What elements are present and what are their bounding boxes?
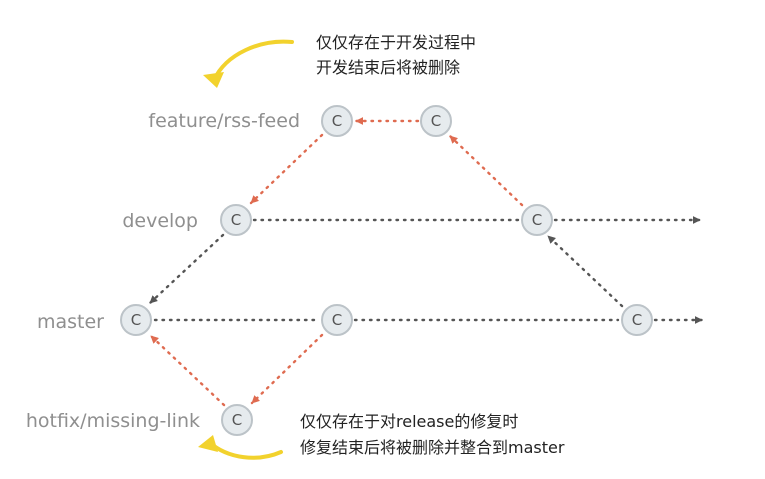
commit-label: C (431, 112, 441, 130)
commit-node (321, 105, 353, 137)
commit-label: C (131, 311, 141, 329)
commit-develop-2: C (521, 204, 553, 236)
branch-label-develop: develop (122, 210, 198, 232)
commit-label: C (231, 211, 241, 229)
commit-label: C (332, 311, 342, 329)
commit-master-3: C (621, 304, 653, 336)
commit-node (221, 404, 253, 436)
feature-to-develop-arrow (249, 133, 324, 205)
branch-label-hotfix: hotfix/missing-link (26, 410, 200, 432)
commit-master-2: C (321, 304, 353, 336)
commit-label: C (632, 311, 642, 329)
commit-feature-2: C (420, 105, 452, 137)
commit-label: C (532, 211, 542, 229)
hotfix-to-master-arrow (149, 334, 226, 407)
hotfix-note: 仅仅存在于对release的修复时 修复结束后将被删除并整合到master (300, 412, 565, 457)
hotfix-note-line-1: 仅仅存在于对release的修复时 (300, 412, 518, 431)
commit-feature-1: C (321, 105, 353, 137)
branch-label-feature: feature/rss-feed (148, 110, 300, 132)
hotfix-note-arrow (198, 435, 283, 460)
highlight-arrow-head (198, 435, 218, 452)
commit-node (120, 304, 152, 336)
develop-to-feature-arrow (448, 134, 524, 207)
branch-label-master: master (37, 311, 104, 333)
commit-master-1: C (120, 304, 152, 336)
feature-note-line-2: 开发结束后将被删除 (316, 58, 460, 77)
commit-develop-1: C (220, 204, 252, 236)
feature-note-line-1: 仅仅存在于开发过程中 (316, 33, 476, 52)
commit-node (420, 105, 452, 137)
hotfix-note-line-2: 修复结束后将被删除并整合到master (300, 438, 565, 457)
feature-note: 仅仅存在于开发过程中 开发结束后将被删除 (316, 33, 476, 77)
commit-hotfix-1: C (221, 404, 253, 436)
commit-node (621, 304, 653, 336)
master-to-develop-arrow (546, 234, 624, 308)
commit-label: C (232, 411, 242, 429)
branch-connections (148, 117, 704, 407)
highlight-arrow-curve (212, 39, 294, 82)
develop-to-master-arrow (148, 233, 225, 305)
feature-note-arrow (203, 39, 294, 88)
branch-labels: feature/rss-feed develop master hotfix/m… (26, 110, 300, 432)
commit-node (521, 204, 553, 236)
commit-node (321, 304, 353, 336)
commit-label: C (332, 112, 342, 130)
commit-node (220, 204, 252, 236)
master-to-hotfix-arrow (250, 333, 324, 405)
highlight-arrow-curve (207, 440, 283, 460)
highlight-arrow-head (203, 72, 224, 88)
